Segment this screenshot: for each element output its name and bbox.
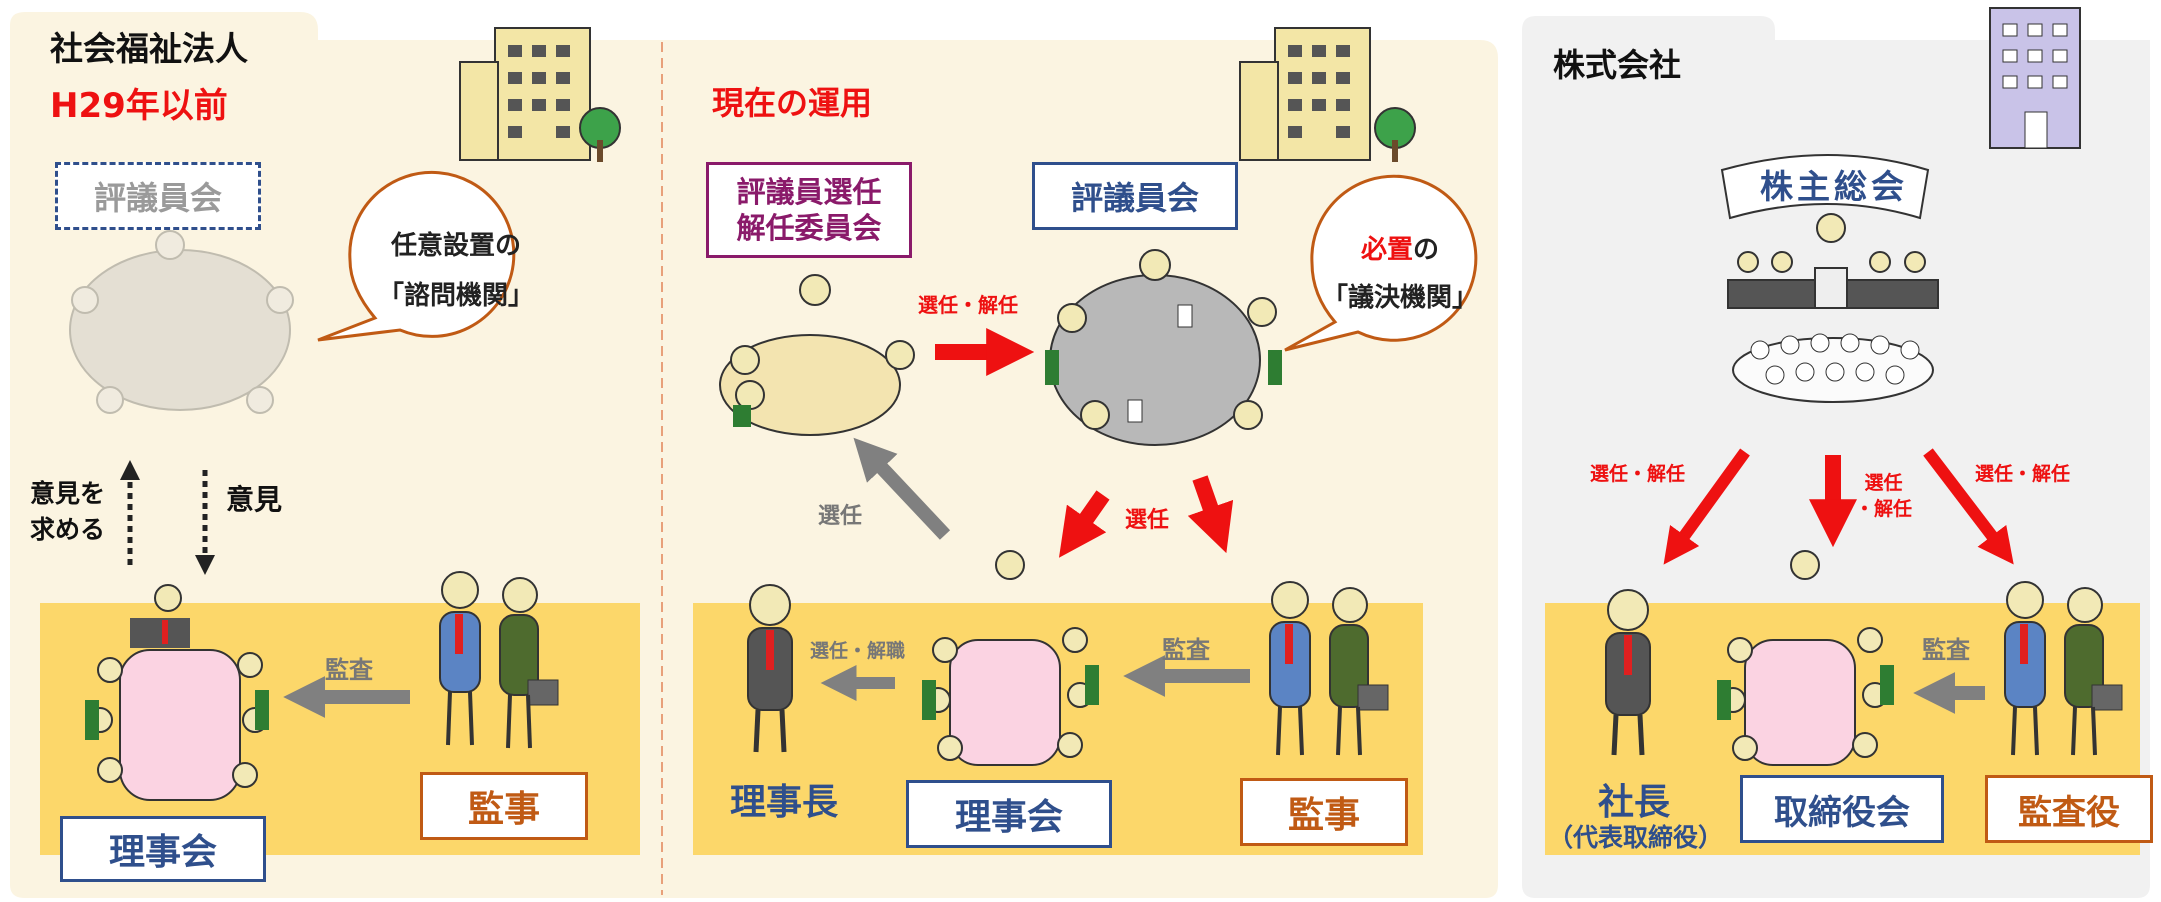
opinion-text: 意見 (226, 483, 283, 516)
board-meeting-icon-left (85, 584, 269, 801)
board-meeting-icon-right (1717, 550, 1894, 766)
left-panel-title: 社会福祉法人 (50, 29, 248, 68)
shareholders-meeting-icon (1720, 154, 1939, 403)
selection-committee-meeting-icon (719, 274, 915, 436)
auditors-icon-left (439, 571, 559, 749)
middle-appoint-dismiss-text: 選任・解任 (918, 293, 1018, 317)
office-building-icon (1989, 7, 2081, 149)
ask-opinion-text: 意見を 求める (30, 479, 106, 544)
right-audit-text: 監査 (1922, 636, 1970, 664)
speech-bubble-left (317, 170, 516, 342)
middle-bubble-rest: の (1413, 235, 1440, 265)
middle-bubble-line1: 必置の (1320, 226, 1480, 274)
select-arrow-red-right (1187, 475, 1234, 554)
left-bubble-line1: 任意設置の (390, 231, 521, 261)
middle-council-label: 評議員会 (1032, 162, 1238, 230)
middle-auditor-label: 監事 (1240, 778, 1408, 846)
auditors-icon-right (2004, 581, 2123, 756)
left-bubble-line2: 「諮問機関」 (377, 281, 534, 311)
middle-audit-text: 監査 (1162, 636, 1210, 664)
building-icon-middle (1239, 27, 1416, 162)
middle-select-dismiss-text: 選任・解職 (810, 640, 906, 662)
auditors-icon-middle (1269, 581, 1389, 756)
middle-bubble-line2: 「議決機関」 (1321, 283, 1478, 313)
middle-panel-title: 現在の運用 (712, 84, 873, 122)
council-meeting-icon-left (69, 230, 294, 414)
appoint-arrow-president (1663, 448, 1750, 565)
right-panel-title: 株式会社 (1553, 46, 1682, 84)
selection-committee-label: 評議員選任 解任委員会 (706, 162, 912, 258)
right-appoint-left-text: 選任・解任 (1590, 463, 1686, 485)
select-arrow-red-left (1058, 490, 1110, 558)
left-board-label: 理事会 (60, 816, 266, 882)
shareholders-banner: 株主総会 (1760, 167, 1908, 206)
left-auditor-label: 監事 (420, 772, 588, 840)
middle-select-grey-text: 選任 (818, 504, 863, 529)
board-meeting-icon-middle (922, 550, 1099, 766)
chairman-icon (747, 584, 793, 753)
council-meeting-icon-middle (1045, 249, 1282, 446)
right-appoint-right-text: 選任・解任 (1975, 463, 2071, 485)
right-directors-label: 取締役会 (1740, 775, 1944, 843)
right-appoint-center-text: 選任 ・解任 (1855, 472, 1913, 520)
president-sublabel: （代表取締役） (1548, 823, 1724, 852)
president-icon (1605, 589, 1651, 756)
building-icon-left (459, 27, 621, 162)
left-panel-subtitle: H29年以前 (50, 86, 228, 126)
president-label: 社長 (1598, 782, 1671, 823)
chairman-label: 理事長 (730, 782, 839, 823)
speech-bubble-middle (1284, 174, 1478, 352)
right-auditor-label: 監査役 (1985, 775, 2153, 843)
left-audit-text: 監査 (325, 656, 373, 684)
middle-select-red-text: 選任 (1125, 508, 1170, 533)
middle-bubble-em: 必置 (1360, 235, 1413, 265)
appoint-arrow-auditor (1923, 448, 2014, 565)
select-arrow-grey (853, 437, 951, 540)
left-council-label: 評議員会 (55, 162, 261, 230)
middle-board-label: 理事会 (906, 780, 1112, 848)
